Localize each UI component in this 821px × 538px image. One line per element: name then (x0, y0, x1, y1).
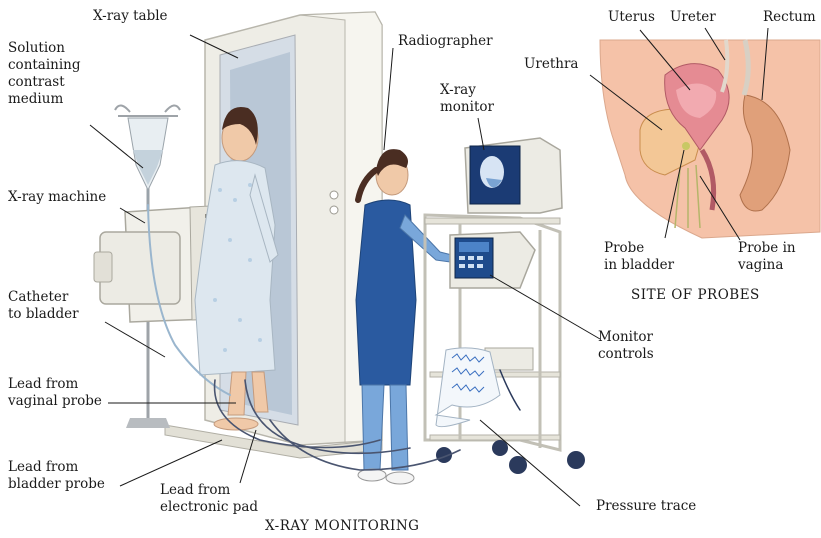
label-urethra: Urethra (524, 56, 578, 73)
label-monitor-controls: Monitor controls (598, 329, 654, 363)
label-probe-vagina: Probe in vagina (738, 240, 796, 274)
label-lead-pad: Lead from electronic pad (160, 482, 258, 516)
label-catheter: Catheter to bladder (8, 289, 79, 323)
label-xray-table: X-ray table (93, 8, 168, 25)
label-probe-bladder: Probe in bladder (604, 240, 674, 274)
inset-anatomy (600, 40, 820, 238)
label-lead-bladder: Lead from bladder probe (8, 459, 105, 493)
label-rectum: Rectum (763, 9, 816, 26)
label-lead-vaginal: Lead from vaginal probe (8, 376, 102, 410)
label-uterus: Uterus (608, 9, 655, 26)
label-xray-machine: X-ray machine (8, 189, 106, 206)
caption-xray-monitoring: X-RAY MONITORING (265, 518, 419, 534)
label-solution: Solution containing contrast medium (8, 40, 81, 108)
monitor-cart (425, 138, 585, 474)
label-radiographer: Radiographer (398, 33, 493, 50)
label-ureter: Ureter (670, 9, 716, 26)
caption-site-of-probes: SITE OF PROBES (631, 287, 760, 303)
label-xray-monitor: X-ray monitor (440, 82, 494, 116)
label-pressure-trace: Pressure trace (596, 498, 696, 515)
